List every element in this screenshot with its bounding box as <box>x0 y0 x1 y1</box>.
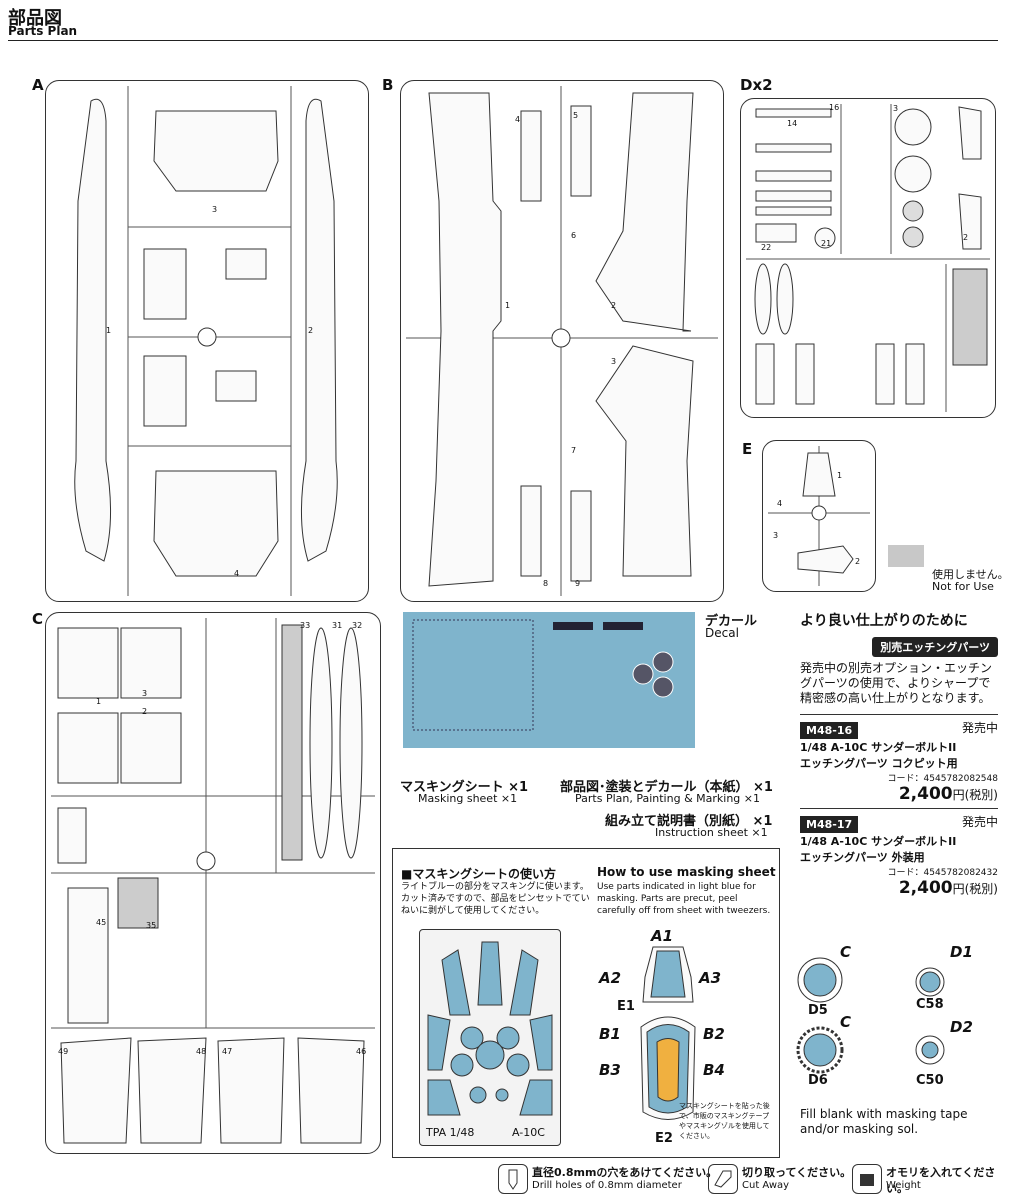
option-status: 発売中 <box>961 721 998 735</box>
page-title: 部品図 <box>8 8 62 29</box>
sprue-e-label: E <box>742 440 753 458</box>
header-rule <box>8 40 998 41</box>
page-subtitle: Parts Plan <box>8 24 78 38</box>
option-item: M48-16 発売中 1/48 A-10C サンダーボルトII エッチングパーツ… <box>800 714 998 804</box>
masking-sheet-shapes <box>427 941 553 1116</box>
label-a2: A2 <box>599 969 622 987</box>
options-pill: 別売エッチングパーツ <box>872 637 998 657</box>
option-code: M48-17 <box>800 816 859 833</box>
label-c-top: C <box>840 943 852 961</box>
parts-count-en: Parts Plan, Painting & Marking ×1 <box>575 792 760 805</box>
drill-icon <box>498 1164 528 1194</box>
options-heading: より良い仕上がりのために <box>800 613 968 629</box>
weight-en: Weight <box>886 1180 921 1191</box>
option-item: M48-17 発売中 1/48 A-10C サンダーボルトII エッチングパーツ… <box>800 808 998 898</box>
wheel-diagrams <box>796 957 945 1074</box>
option-name-sub: エッチングパーツ コクピット用 <box>800 757 958 770</box>
cut-icon <box>708 1164 738 1194</box>
masking-sheet: TPA 1/48 A-10C <box>419 929 561 1146</box>
label-d5: D5 <box>808 1003 828 1018</box>
option-tax: 円(税別) <box>952 882 998 896</box>
sprue-e: 1 2 3 4 <box>762 440 876 592</box>
option-name-sub: エッチングパーツ 外装用 <box>800 851 925 864</box>
masking-count-jp: マスキングシート ×1 <box>400 780 529 795</box>
masking-body-en: Use parts indicated in light blue for ma… <box>597 882 771 916</box>
instr-count-jp: 組み立て説明書（別紙） ×1 <box>605 814 773 829</box>
drill-jp: 直径0.8mmの穴をあけてください。 <box>532 1166 718 1179</box>
sprue-b-label: B <box>382 76 394 94</box>
masking-body-jp: ライトブルーの部分をマスキングに使います。カット済みですので、部品をピンセットで… <box>401 882 590 916</box>
weight-jp: オモリを入れてください。 <box>886 1166 996 1195</box>
masking-sheet-label: TPA 1/48 <box>426 1126 475 1139</box>
instr-count-en: Instruction sheet ×1 <box>655 826 768 839</box>
sprue-b-parts <box>406 86 718 596</box>
parts-count-jp: 部品図･塗装とデカール（本紙） ×1 <box>560 780 773 795</box>
options-body: 発売中の別売オプション・エッチングパーツの使用で、よりシャープで精密感の高い仕上… <box>800 661 993 705</box>
not-for-use-swatch <box>888 545 924 567</box>
label-e2: E2 <box>655 1131 673 1146</box>
sprue-b: 1 2 3 4 5 6 7 8 9 <box>400 80 724 602</box>
label-c58: C58 <box>916 997 944 1012</box>
sprue-a-label: A <box>32 76 44 94</box>
option-barcode: コード：4545782082432 <box>887 868 998 878</box>
sprue-c-label: C <box>32 610 44 628</box>
decal-label-en: Decal <box>705 626 739 640</box>
label-d2: D2 <box>950 1018 973 1036</box>
sprue-c: 1 2 3 31 32 33 35 45 49 48 47 46 <box>45 612 381 1154</box>
sprue-e-parts <box>768 446 870 586</box>
option-price: 2,400 <box>898 784 953 804</box>
label-c50: C50 <box>916 1073 944 1088</box>
label-e1: E1 <box>617 999 635 1014</box>
label-c-bottom: C <box>840 1013 852 1031</box>
not-for-use-jp: 使用しません。 <box>932 568 1009 581</box>
label-a1: A1 <box>651 927 674 945</box>
label-a3: A3 <box>699 969 722 987</box>
not-for-use-en: Not for Use <box>932 580 994 593</box>
decal-label-jp: デカール <box>705 614 758 629</box>
masking-count-en: Masking sheet ×1 <box>418 792 518 805</box>
drill-en: Drill holes of 0.8mm diameter <box>532 1180 682 1191</box>
label-b2: B2 <box>703 1025 725 1043</box>
masking-title-jp: ■マスキングシートの使い方 <box>401 867 556 881</box>
option-code: M48-16 <box>800 722 859 739</box>
sprue-a-parts <box>74 86 338 596</box>
option-barcode: コード：4545782082548 <box>887 774 998 784</box>
cut-en: Cut Away <box>742 1180 790 1191</box>
label-b4: B4 <box>703 1061 725 1079</box>
option-status: 発売中 <box>961 815 998 829</box>
sprue-c-parts <box>51 618 375 1144</box>
sprue-a: 1 2 3 4 <box>45 80 369 602</box>
masking-fill-en: Fill blank with masking tape and/or mask… <box>800 1107 968 1136</box>
masking-note-jp: マスキングシートを貼った後で、市販のマスキングテープやマスキングゾルを使用してく… <box>679 1102 770 1140</box>
sprue-d-label: Dx2 <box>740 76 773 94</box>
option-tax: 円(税別) <box>952 788 998 802</box>
label-b1: B1 <box>599 1025 621 1043</box>
option-name: 1/48 A-10C サンダーボルトII <box>800 835 957 848</box>
masking-title-en: How to use masking sheet <box>597 865 776 879</box>
label-d1: D1 <box>950 943 973 961</box>
masking-sheet-model: A-10C <box>512 1126 545 1139</box>
decal-sheet <box>403 612 695 748</box>
sprue-d-parts <box>746 104 990 412</box>
weight-icon <box>852 1164 882 1194</box>
label-d6: D6 <box>808 1073 828 1088</box>
masking-panel: ■マスキングシートの使い方 ライトブルーの部分をマスキングに使います。カット済み… <box>392 848 780 1158</box>
sprue-d: 16 14 3 2 21 22 <box>740 98 996 418</box>
canopy-diagram <box>640 946 696 1120</box>
option-price: 2,400 <box>898 878 953 898</box>
decal-marks <box>412 619 674 731</box>
label-b3: B3 <box>599 1061 621 1079</box>
option-name: 1/48 A-10C サンダーボルトII <box>800 741 957 754</box>
options-panel: より良い仕上がりのために 別売エッチングパーツ 発売中の別売オプション・エッチン… <box>800 610 998 898</box>
cut-jp: 切り取ってください。 <box>742 1166 852 1179</box>
